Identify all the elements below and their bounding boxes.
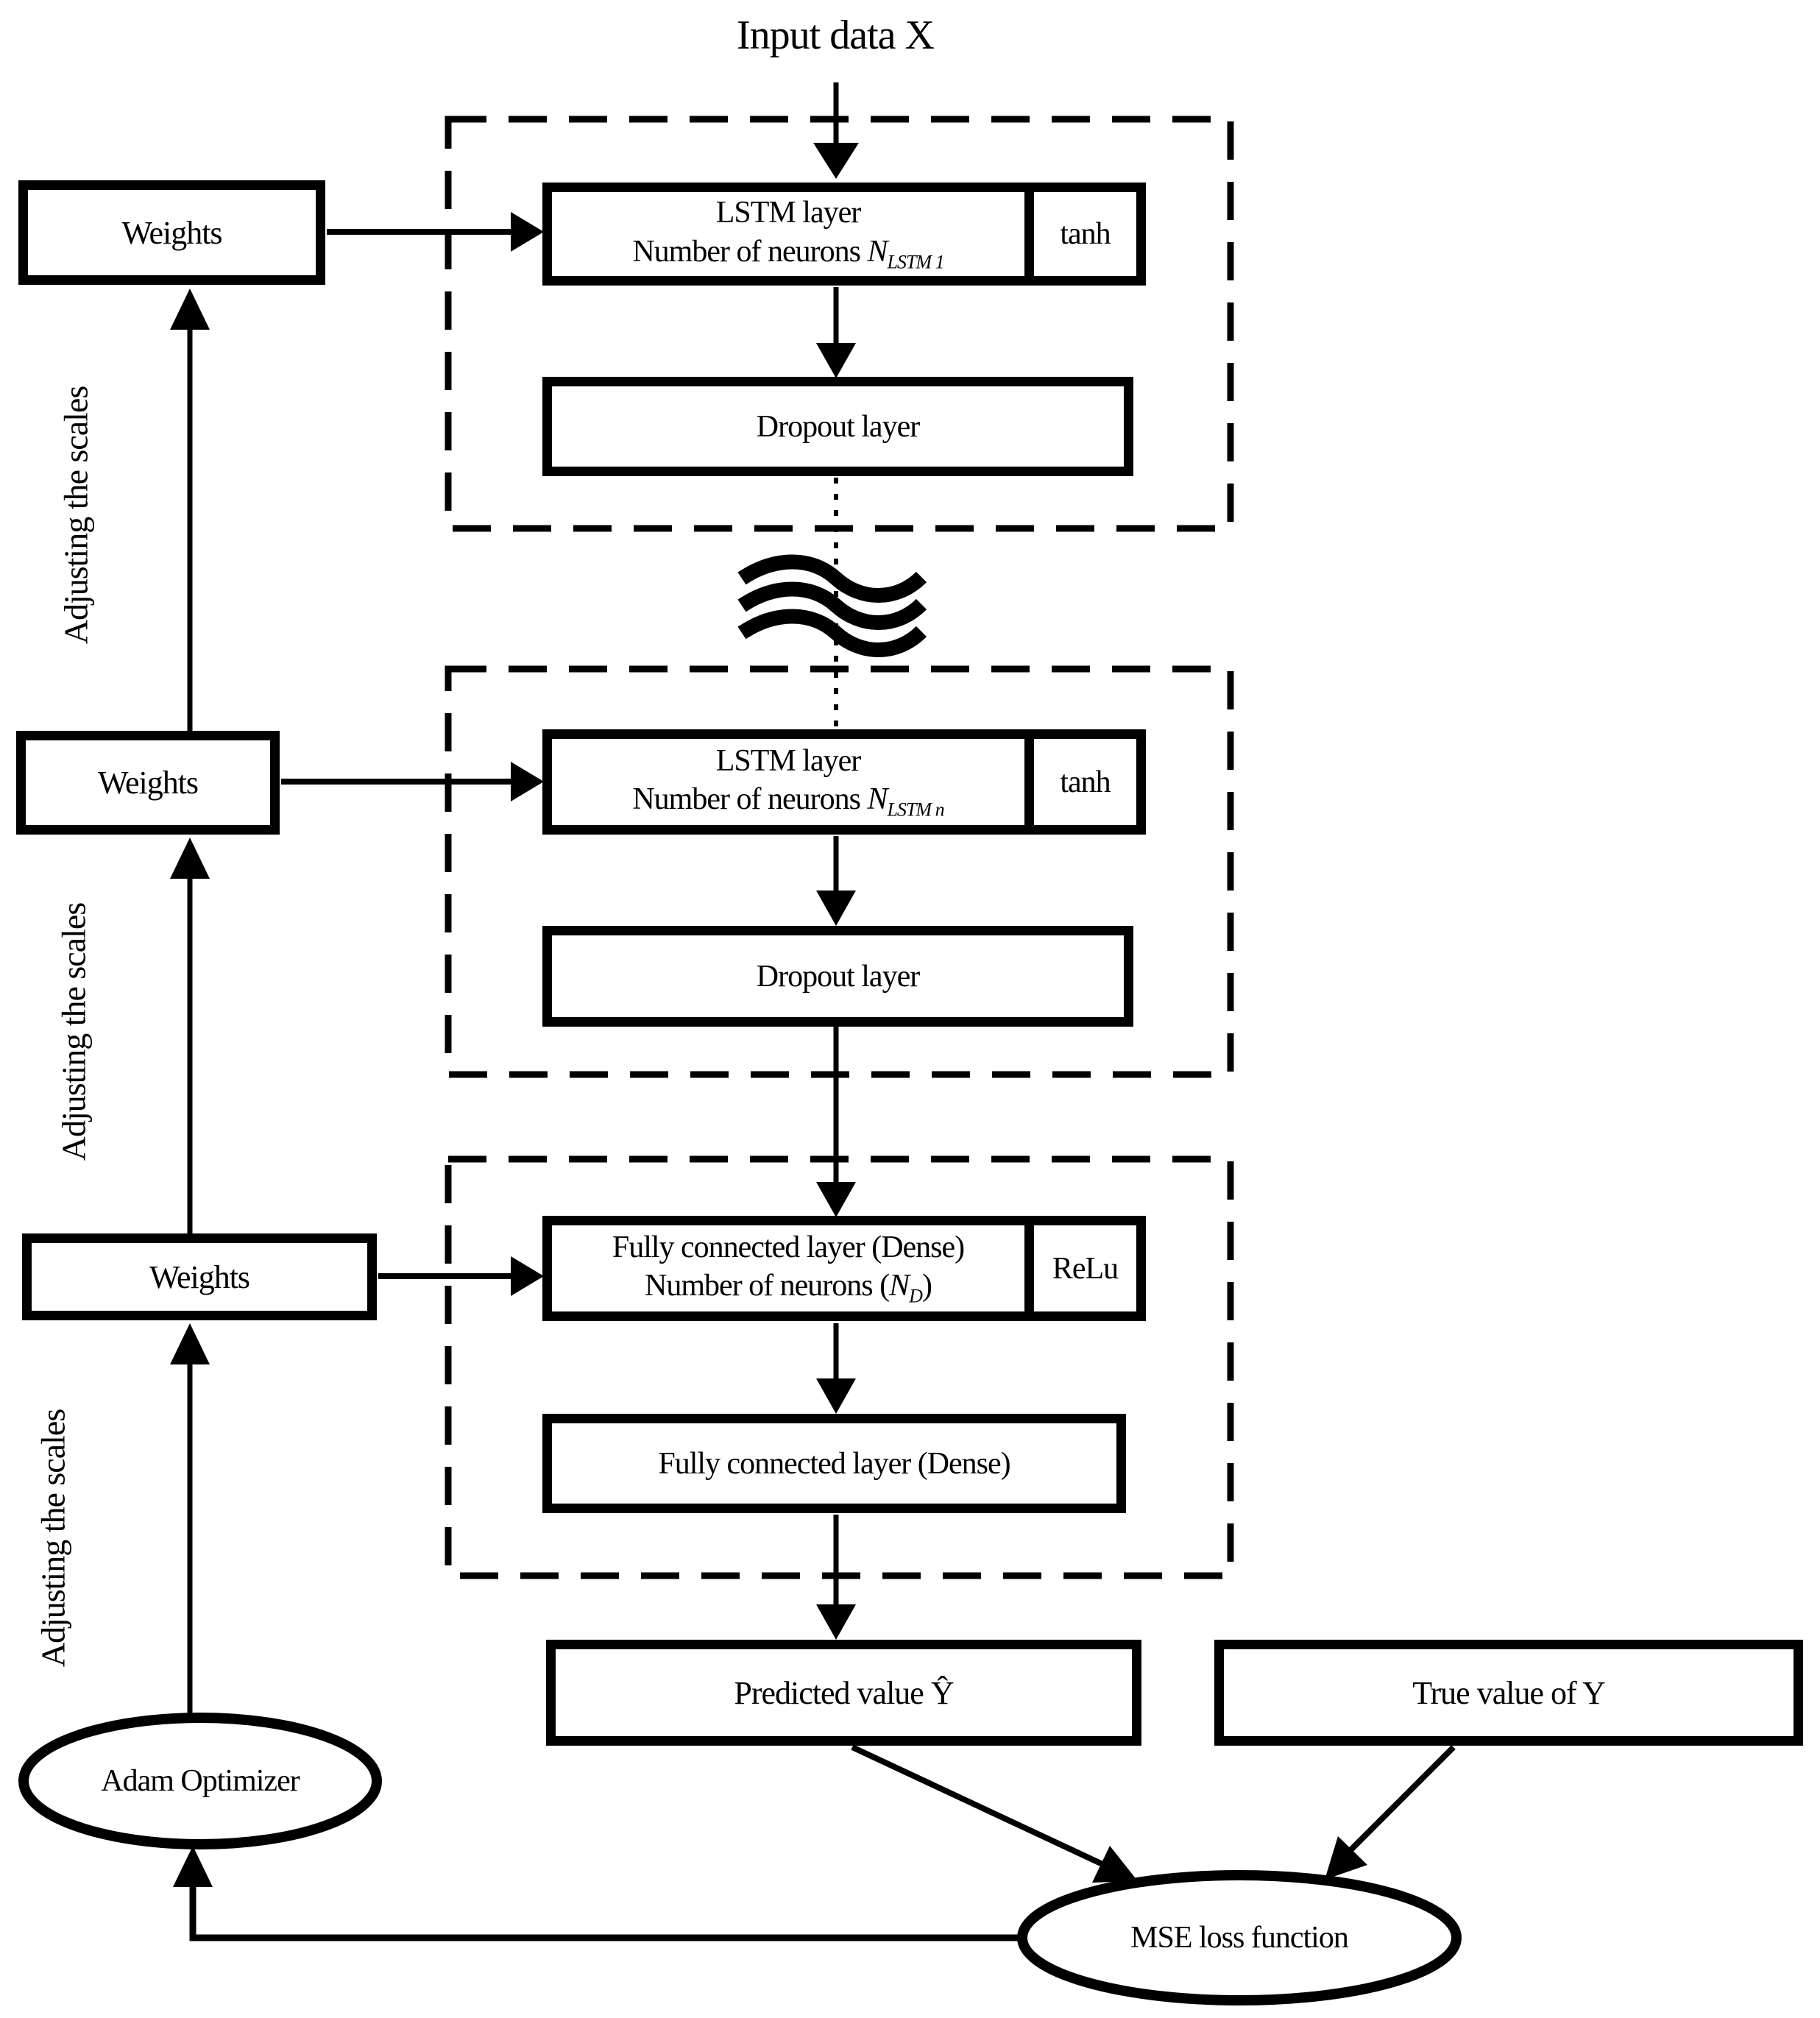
tanh-label: tanh (1060, 765, 1111, 799)
adjusting-scales-label-2: Adjusting the scales (54, 902, 93, 1161)
dropout1-label: Dropout layer (756, 409, 920, 444)
dropout2-box: Dropout layer (542, 926, 1133, 1027)
weights-label: Weights (97, 765, 199, 801)
arrow-down-icon (816, 343, 856, 378)
lstmn-layer-text: LSTM layer Number of neurons NLSTM n (552, 739, 1024, 825)
lstm1-line2: Number of neurons NLSTM 1 (632, 234, 944, 273)
dense2-label: Fully connected layer (Dense) (658, 1446, 1010, 1481)
dense1-layer-box: Fully connected layer (Dense) Number of … (542, 1216, 1146, 1321)
predicted-to-mse-line (851, 1744, 1104, 1867)
lstm1-line1: LSTM layer (715, 196, 861, 230)
continuation-waves-icon (737, 554, 927, 657)
adam-optimizer-label: Adam Optimizer (101, 1764, 300, 1798)
dense1-line1: Fully connected layer (Dense) (612, 1230, 965, 1264)
dense1-activation-cell: ReLu (1024, 1225, 1136, 1311)
arrow-right-icon (511, 212, 544, 252)
arrow-diagonal-icon (1325, 1836, 1367, 1880)
lstm1-layer-text: LSTM layer Number of neurons NLSTM 1 (552, 192, 1024, 276)
adam-optimizer-ellipse (18, 1713, 382, 1849)
arrow-down-icon (816, 1378, 856, 1414)
arrow-down-icon (816, 891, 856, 926)
dense2-box: Fully connected layer (Dense) (542, 1414, 1126, 1513)
arrow-diagonal-icon (1092, 1846, 1138, 1883)
arrow-up-icon (170, 838, 210, 879)
arrow-down-icon (816, 1604, 856, 1640)
arrow-up-icon (173, 1846, 213, 1887)
relu-label: ReLu (1052, 1251, 1119, 1286)
lstmn-line1: LSTM layer (715, 743, 861, 778)
weights-box-2: Weights (16, 731, 280, 835)
tanh-label: tanh (1060, 217, 1111, 251)
dense1-line2: Number of neurons (ND) (645, 1269, 932, 1307)
arrow-down-icon (816, 1182, 856, 1217)
adjusting-scales-label-1: Adjusting the scales (57, 386, 95, 645)
dropout2-label: Dropout layer (756, 959, 920, 994)
weights-label: Weights (149, 1258, 250, 1295)
arrow-up-icon (170, 1323, 210, 1364)
arrow-up-icon (170, 288, 210, 330)
mse-to-adam-feedback-line (189, 1886, 1024, 1941)
weights-box-3: Weights (22, 1233, 377, 1320)
dropout1-box: Dropout layer (542, 377, 1133, 476)
dense1-layer-text: Fully connected layer (Dense) Number of … (552, 1225, 1024, 1311)
lstm-block-1-dashed-border (445, 116, 1234, 532)
truevalue-to-mse-line (1349, 1745, 1456, 1852)
lstm1-activation-cell: tanh (1024, 192, 1136, 276)
arrow-right-icon (511, 1256, 544, 1296)
lstm1-layer-box: LSTM layer Number of neurons NLSTM 1 tan… (542, 183, 1146, 286)
arrow-right-icon (511, 762, 544, 801)
predicted-value-box: Predicted value Ŷ (546, 1640, 1141, 1746)
mse-loss-label: MSE loss function (1130, 1921, 1349, 1955)
lstm-block-n-dashed-border (445, 665, 1234, 1078)
weights-label: Weights (121, 214, 222, 251)
diagram-title: Input data X (737, 13, 935, 58)
true-value-box: True value of Y (1214, 1640, 1803, 1746)
weights-box-1: Weights (18, 180, 325, 285)
lstmn-layer-box: LSTM layer Number of neurons NLSTM n tan… (542, 729, 1146, 835)
mse-loss-ellipse (1017, 1870, 1462, 2005)
dense-block-dashed-border (445, 1155, 1234, 1579)
arrow-down-icon (813, 143, 859, 179)
predicted-value-label: Predicted value Ŷ (734, 1674, 954, 1711)
lstmn-activation-cell: tanh (1024, 739, 1136, 825)
true-value-label: True value of Y (1412, 1674, 1606, 1711)
adjusting-scales-label-3: Adjusting the scales (34, 1409, 72, 1668)
lstmn-line2: Number of neurons NLSTM n (632, 782, 944, 821)
